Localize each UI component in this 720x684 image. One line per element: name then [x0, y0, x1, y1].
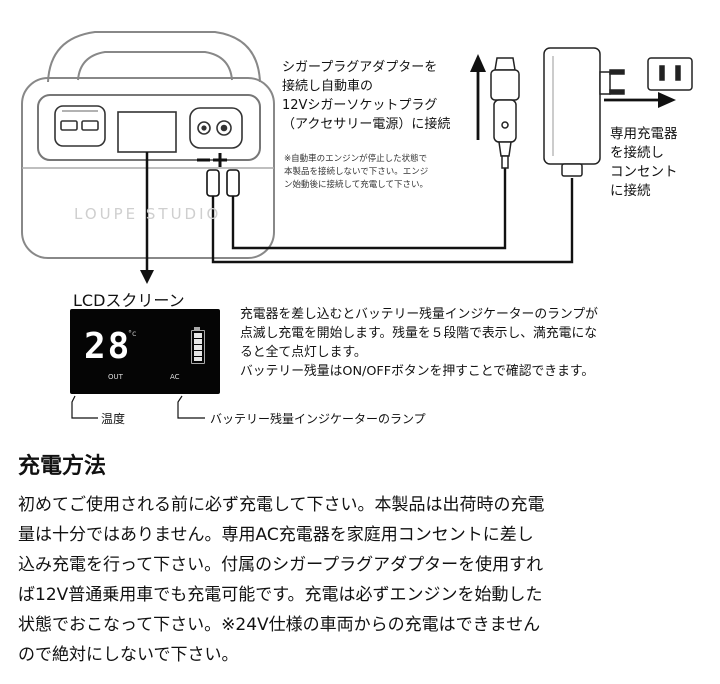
- adapter-note: ※自動車のエンジンが停止した状態で 本製品を接続しないで下さい。エンジ ン始動後…: [284, 154, 429, 190]
- charging-instructions: 初めてご使用される前に必ず充電して下さい。本製品は出荷時の充電 量は十分ではあり…: [18, 495, 545, 665]
- lcd-screen-closeup: 28 °c OUT AC: [70, 309, 220, 394]
- temperature-readout: 28: [84, 326, 132, 367]
- lcd-pointer-arrow: [140, 152, 154, 284]
- lcd-screen-label: LCDスクリーン: [73, 291, 185, 310]
- section-heading: 充電方法: [18, 454, 107, 479]
- car-adapter-plug-icon: [490, 57, 520, 169]
- right-arrow-icon: [604, 92, 676, 108]
- charger-cable: [211, 178, 574, 264]
- ac-charger-icon: [543, 47, 625, 177]
- car-adapter-cable: [231, 168, 507, 250]
- battery-segment: [194, 345, 202, 350]
- adapter-instruction: シガープラグアダプターを 接続し自動車の 12Vシガーソケットプラグ （アクセサ…: [282, 60, 451, 132]
- usb-port-icon: [54, 105, 106, 147]
- battery-segment: [194, 357, 202, 361]
- battery-cap-icon: [194, 327, 200, 330]
- temperature-label: 温度: [101, 412, 126, 426]
- battery-segment: [194, 339, 202, 344]
- battery-segment: [194, 333, 202, 338]
- battery-lamp-label: バッテリー残量インジケーターのランプ: [210, 412, 426, 426]
- device-lcd-window: [117, 111, 177, 153]
- temperature-unit: °c: [128, 329, 137, 338]
- lcd-legend-lines: [71, 395, 205, 419]
- battery-segment: [194, 351, 202, 356]
- ac-indicator: AC: [170, 373, 180, 381]
- indicator-description: 充電器を差し込むとバッテリー残量インジケーターのランプが 点滅し充電を開始します…: [240, 307, 598, 379]
- up-arrow-icon: [470, 54, 486, 140]
- out-indicator: OUT: [108, 373, 123, 381]
- battery-level-icon: [191, 330, 205, 364]
- charger-instruction: 専用充電器 を接続し コンセント に接続: [610, 126, 678, 199]
- polarity-markers: [197, 153, 227, 167]
- dc-input-port-icon: [189, 107, 243, 149]
- dc-plug-icon: [206, 169, 240, 197]
- wall-outlet-icon: [647, 57, 693, 91]
- watermark-text: LOUPE STUDIO: [74, 205, 222, 223]
